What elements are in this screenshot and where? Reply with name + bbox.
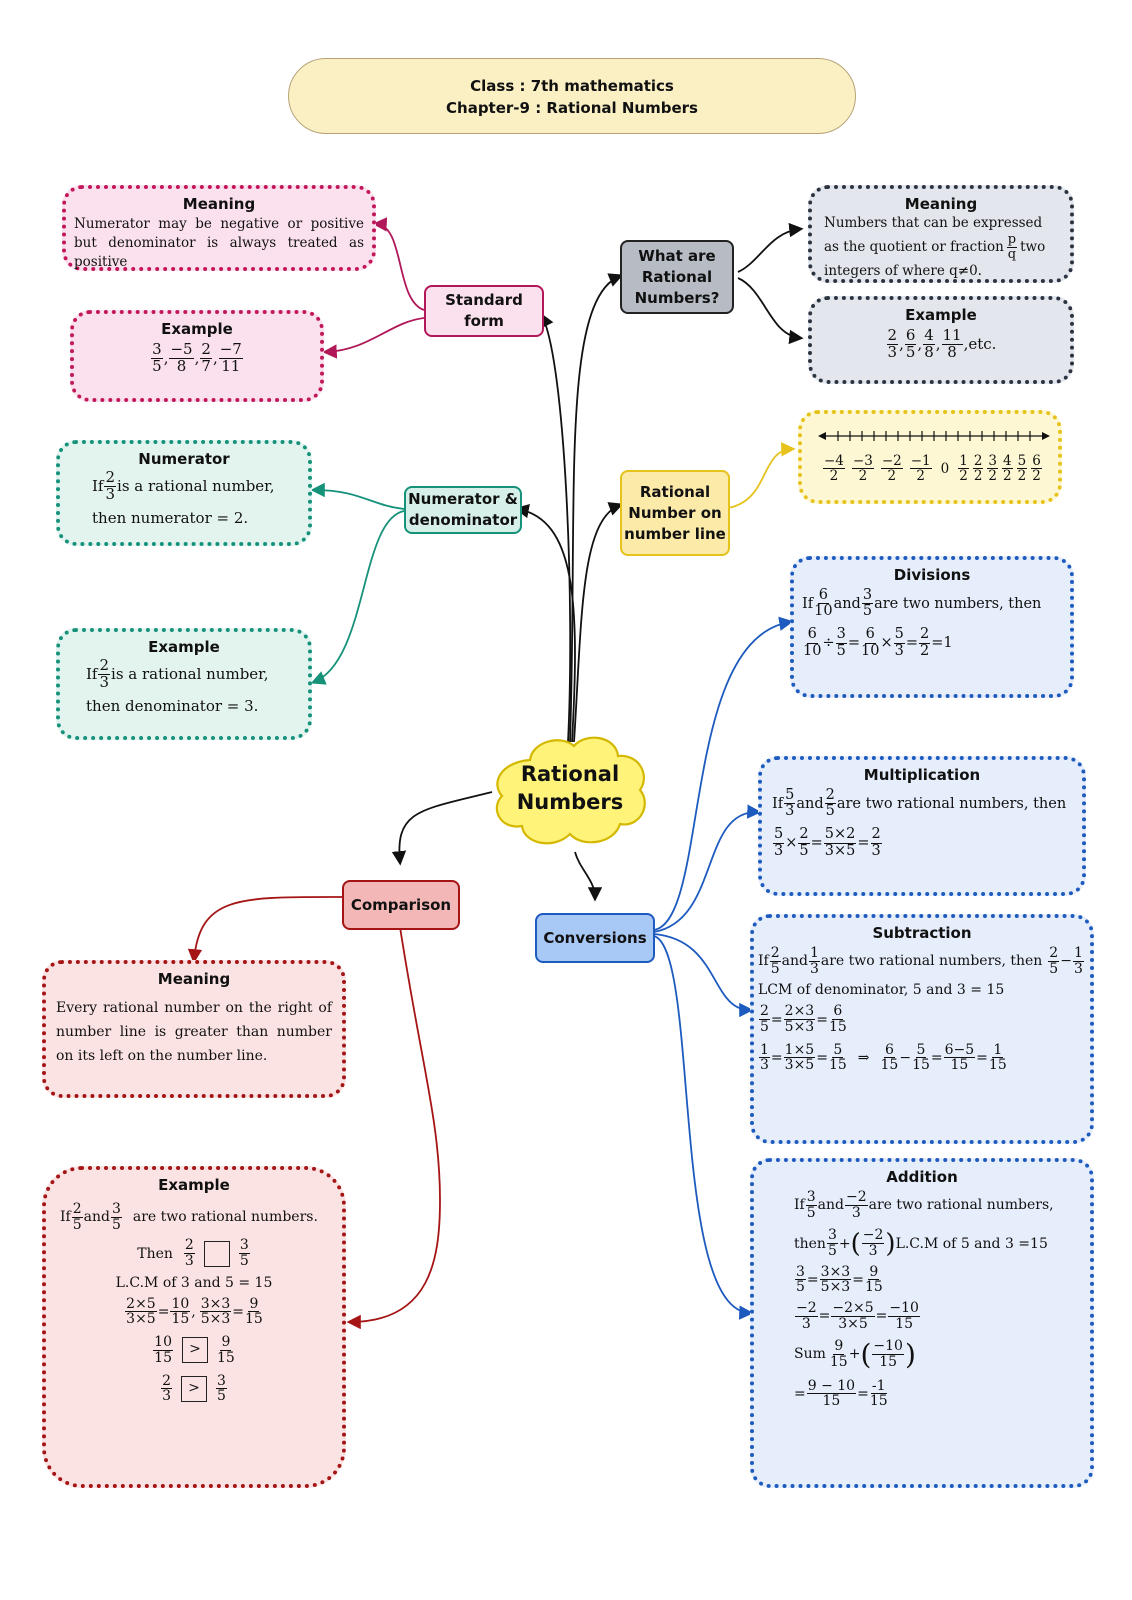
card-title: Meaning <box>182 195 256 213</box>
header-class: Class : 7th mathematics <box>470 77 674 95</box>
if-text: If <box>802 595 814 612</box>
card-standard-form-meaning: Meaning Numerator may be negative or pos… <box>62 185 376 271</box>
header-chapter: Chapter-9 : Rational Numbers <box>446 99 698 117</box>
greater-than-box-2: > <box>181 1375 207 1402</box>
if-text: If <box>772 795 784 812</box>
meaning-line3: integers of where q≠0. <box>824 263 982 280</box>
chapter-header: Class : 7th mathematics Chapter-9 : Rati… <box>288 58 856 134</box>
card-comparison-meaning: Meaning Every rational number on the rig… <box>42 960 346 1098</box>
node-conversions[interactable]: Conversions <box>535 913 655 963</box>
statement-text: are two numbers, then <box>874 595 1042 612</box>
number-line-axis <box>818 431 1050 441</box>
card-text: Numerator may be negative or positive bu… <box>74 216 364 270</box>
card-what-are-meaning: Meaning Numbers that can be expressed as… <box>808 185 1074 283</box>
card-title: Example <box>148 638 220 656</box>
node-num-den-label: Numerator & denominator <box>408 490 518 529</box>
node-standard-form-label: Standard form <box>445 291 523 330</box>
and-text: and <box>781 953 808 970</box>
lcm-text: L.C.M of 3 and 5 = 15 <box>115 1274 273 1291</box>
statement-text: are two rational numbers, <box>868 1197 1054 1214</box>
node-comparison[interactable]: Comparison <box>342 880 460 930</box>
node-conversions-label: Conversions <box>543 928 647 947</box>
if-text: If <box>86 665 98 684</box>
then-text: Then <box>137 1245 173 1262</box>
statement-text: are two rational numbers. <box>132 1209 318 1226</box>
numerator-result: then numerator = 2. <box>92 508 249 527</box>
card-title: Addition <box>886 1168 958 1186</box>
central-topic-cloud: Rational Numbers <box>490 730 650 852</box>
node-what-are-rational-numbers[interactable]: What are Rational Numbers? <box>620 240 734 314</box>
central-title-line1: Rational <box>520 762 620 786</box>
is-rational-text: is a rational number, <box>117 477 275 496</box>
card-title: Meaning <box>904 195 978 213</box>
and-text: and <box>83 1209 110 1226</box>
meaning-line2b: two <box>1020 239 1046 256</box>
sum-text: Sum <box>794 1346 826 1362</box>
result-text: =1 <box>931 635 953 652</box>
is-rational-text: is a rational number, <box>111 665 269 684</box>
lcm-text: L.C.M of 5 and 3 =15 <box>895 1235 1048 1252</box>
statement-text: are two rational numbers, then <box>836 795 1067 812</box>
if-text: If <box>794 1197 805 1214</box>
node-standard-form[interactable]: Standard form <box>424 285 544 337</box>
greater-than-box: > <box>182 1337 208 1364</box>
if-text: If <box>758 953 769 970</box>
card-text: Every rational number on the right of nu… <box>56 1000 332 1064</box>
node-number-line-label: Rational Number on number line <box>624 482 726 543</box>
denominator-result: then denominator = 3. <box>86 696 259 715</box>
card-title: Meaning <box>157 970 231 988</box>
node-number-line[interactable]: Rational Number on number line <box>620 470 730 556</box>
node-numerator-denominator[interactable]: Numerator & denominator <box>404 486 522 534</box>
node-what-are-label: What are Rational Numbers? <box>634 246 720 307</box>
cloud-shape <box>495 736 646 845</box>
card-title: Subtraction <box>872 924 972 942</box>
lcm-text: LCM of denominator, 5 and 3 = 15 <box>758 982 1005 999</box>
statement-text: are two rational numbers, then <box>820 953 1043 970</box>
meaning-line2a: as the quotient or fraction <box>824 239 1004 256</box>
card-title: Example <box>158 1176 230 1194</box>
central-title-line2: Numbers <box>516 790 624 814</box>
card-title: Divisions <box>893 566 971 584</box>
if-text: If <box>92 477 104 496</box>
and-text: and <box>817 1197 844 1214</box>
card-title: Multiplication <box>863 766 981 784</box>
card-title: Numerator <box>138 450 230 468</box>
then-text: then <box>794 1235 826 1252</box>
zero-label: 0 <box>940 460 950 477</box>
card-title: Example <box>905 306 977 324</box>
node-comparison-label: Comparison <box>350 895 452 914</box>
etc-text: ,etc. <box>963 335 997 354</box>
meaning-line1: Numbers that can be expressed <box>824 215 1043 231</box>
and-text: and <box>796 795 824 812</box>
and-text: and <box>833 595 861 612</box>
card-title: Example <box>161 320 233 338</box>
if-text: If <box>60 1209 71 1226</box>
empty-comparison-box <box>203 1240 230 1267</box>
